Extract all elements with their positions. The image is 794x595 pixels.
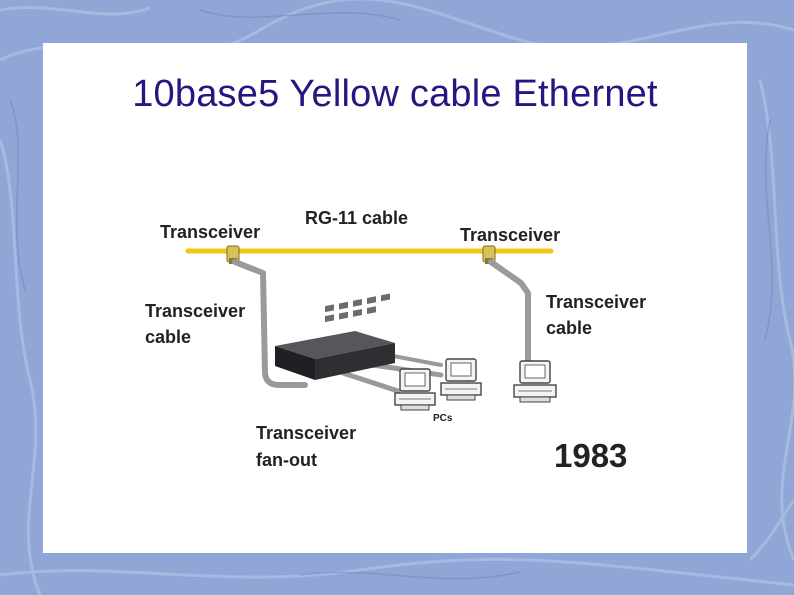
label-pcs: PCs	[433, 413, 453, 424]
pc-1-icon	[394, 368, 436, 411]
label-rg11-cable: RG-11 cable	[305, 208, 408, 228]
label-transceiver-left: Transceiver	[160, 222, 260, 242]
fanout-cable-3	[386, 353, 443, 367]
label-transceiver-cable-left-1: Transceiver	[145, 301, 245, 321]
slide-title: 10base5 Yellow cable Ethernet	[132, 73, 658, 115]
transceiver-cable-left	[232, 259, 308, 388]
label-transceiver-cable-right-2: cable	[546, 318, 592, 338]
label-year: 1983	[554, 437, 627, 474]
label-transceiver-right: Transceiver	[460, 225, 560, 245]
label-transceiver-cable-right-1: Transceiver	[546, 292, 646, 312]
label-fanout-2: fan-out	[256, 450, 317, 470]
fanout-hub-icon	[275, 293, 395, 380]
ethernet-diagram: Transceiver RG-11 cable Transceiver Tran…	[145, 208, 646, 474]
fanout-cable-1	[340, 370, 401, 394]
label-fanout-1: Transceiver	[256, 423, 356, 443]
slide-panel: 10base5 Yellow cable Ethernet	[43, 43, 747, 553]
pc-3-icon	[513, 360, 557, 403]
transceiver-cable-right	[488, 259, 531, 368]
label-transceiver-cable-left-2: cable	[145, 327, 191, 347]
pc-2-icon	[440, 358, 482, 401]
